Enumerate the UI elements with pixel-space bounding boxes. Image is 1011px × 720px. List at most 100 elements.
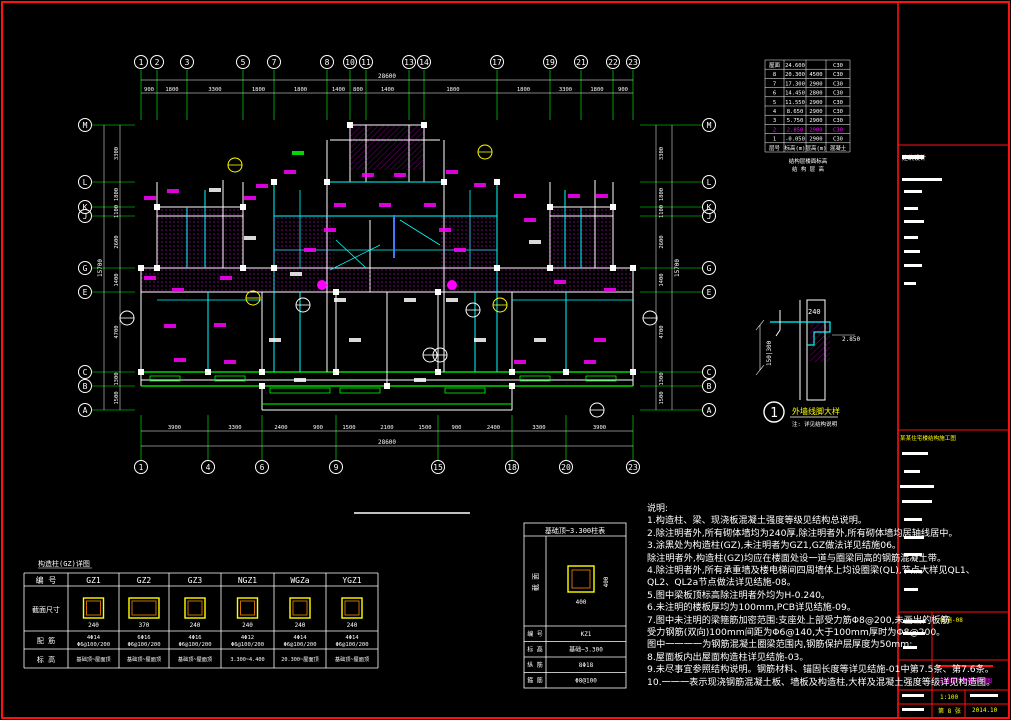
axis-bubble-top-circle — [150, 55, 164, 69]
dim-label-bottom: 2100 — [380, 425, 393, 431]
dim-label-bottom: 1500 — [342, 425, 355, 431]
column-block — [384, 383, 390, 389]
axis-bubble-top-circle — [236, 55, 250, 69]
slab-hatch — [350, 125, 424, 170]
kz-table-frame — [523, 522, 627, 689]
axis-bubble-left: B — [83, 382, 88, 391]
axis-bubble-top-circle — [626, 55, 640, 69]
axis-bubble-bottom: 6 — [260, 463, 265, 472]
axis-bubble-top-circle — [574, 55, 588, 69]
wall-cornice-detail: 240 2.850 150|300 1 外墙线脚大样 注: 详见结构说明 — [755, 299, 860, 428]
detail-dim-240: 240 — [808, 308, 821, 316]
axis-bubble-right: C — [707, 368, 712, 377]
column-block — [205, 369, 211, 375]
column-block — [494, 265, 500, 271]
column-block — [547, 265, 553, 271]
floor-table-cell: C30 — [833, 63, 843, 69]
kz-section-label: 截 面 — [531, 573, 540, 591]
kz-size: 400 — [576, 599, 587, 606]
gz-rebar-stirrup: Φ6@100/200 — [231, 642, 264, 648]
dim-label-left: 2600 — [114, 235, 120, 248]
plan-tag — [144, 196, 156, 200]
axis-bubble-left: C — [83, 368, 88, 377]
floor-table-cell: -0.050 — [785, 137, 805, 143]
gz-rebar-main: 4Φ16 — [188, 635, 201, 641]
note-item: 3.涂黑处为构造柱(GZ),未注明者为GZ1,GZ做法详见结施06。 — [647, 540, 902, 552]
dim-label-left: 1400 — [114, 273, 120, 286]
dim-label-bottom: 3900 — [593, 425, 606, 431]
plan-tag — [446, 170, 458, 174]
floor-table-cell: C30 — [833, 109, 843, 115]
axis-bubble-left-circle — [78, 261, 92, 275]
dim-label-top: 1400 — [332, 87, 345, 93]
plan-tag — [164, 324, 176, 328]
plan-tag — [304, 248, 316, 252]
dim-total-top: 28600 — [378, 73, 396, 80]
axis-bubble-right-circle — [702, 261, 716, 275]
gz-section-size: 240 — [190, 622, 201, 629]
gz-section-outline — [128, 597, 160, 619]
kz-size-vertical: 400 — [603, 576, 610, 587]
plan-tag — [414, 378, 426, 382]
detail-title: 外墙线脚大样 — [792, 406, 840, 416]
column-block — [240, 265, 246, 271]
axis-bubble-right: G — [707, 264, 712, 273]
dim-label-right: 2600 — [659, 235, 665, 248]
pcb-outline — [585, 375, 617, 382]
plan-tag — [514, 194, 526, 198]
floor-table-cell: 24.600 — [785, 63, 805, 69]
dim-total-left: 15700 — [97, 259, 104, 277]
gz-section-outline — [289, 597, 311, 619]
kz-row-label: 纵 筋 — [527, 661, 543, 669]
dim-total-bottom: 28600 — [378, 439, 396, 446]
column-block — [494, 179, 500, 185]
dim-label-left: 1300 — [114, 372, 120, 385]
axis-bubble-right-circle — [702, 365, 716, 379]
gz-rebar-stirrup: Φ6@100/200 — [77, 642, 110, 648]
detail-number: 1 — [770, 406, 778, 421]
axis-bubble-bottom: 4 — [206, 463, 211, 472]
floor-table-cell: 5.750 — [787, 118, 804, 124]
axis-bubble-right-circle — [702, 403, 716, 417]
axis-bubble-bottom-circle — [201, 460, 215, 474]
column-block — [271, 179, 277, 185]
floor-table-cell: C30 — [833, 118, 843, 124]
kz-row-label: 编 号 — [527, 630, 543, 638]
plan-tag — [446, 298, 458, 302]
axis-bubble-bottom-circle — [626, 460, 640, 474]
axis-bubble-left-circle — [78, 285, 92, 299]
dim-label-right: 1500 — [659, 391, 665, 404]
note-item: 受力钢筋(双向)100mm间距为Φ6@140,大于100mm厚时为Φ8@200。 — [647, 627, 946, 639]
plan-tag — [379, 203, 391, 207]
column-block — [154, 265, 160, 271]
pcb-outline — [519, 375, 551, 382]
note-item: 5.图中梁板顶标高除注明者外均为H-0.240。 — [647, 589, 831, 601]
gz-section-rebar — [344, 600, 360, 616]
pcb-outline — [269, 387, 331, 394]
axis-bubble-bottom-circle — [329, 460, 343, 474]
notes-title: 说明: — [647, 504, 669, 514]
axis-bubble-left-circle — [78, 118, 92, 132]
floor-table-cell: 3 — [773, 118, 776, 124]
note-item: 图中一一一一为钢筋混凝土圈梁范围内,钢筋保护层厚度为50mm; — [647, 639, 913, 651]
dim-label-bottom: 1500 — [418, 425, 431, 431]
plan-tag — [474, 183, 486, 187]
floor-table-cell: 2900 — [809, 109, 822, 115]
floor-table-cell: 2800 — [809, 91, 822, 97]
plan-tag — [174, 358, 186, 362]
plan-tag — [269, 338, 281, 342]
floor-table-cell: 5 — [773, 100, 776, 106]
column-block — [138, 265, 144, 271]
column-block — [630, 369, 636, 375]
note-item: 8.屋面板内出屋面构造柱详见结施-03。 — [647, 651, 809, 663]
dim-label-bottom: 2400 — [487, 425, 500, 431]
floor-table-cell: 混凝土 — [830, 144, 847, 152]
axis-bubble-left-circle — [78, 209, 92, 223]
dim-label-top: 1800 — [252, 87, 265, 93]
pcb-outline — [444, 387, 486, 394]
kz-row-value: 基础~3.300 — [569, 646, 603, 654]
plan-tag — [568, 194, 580, 198]
